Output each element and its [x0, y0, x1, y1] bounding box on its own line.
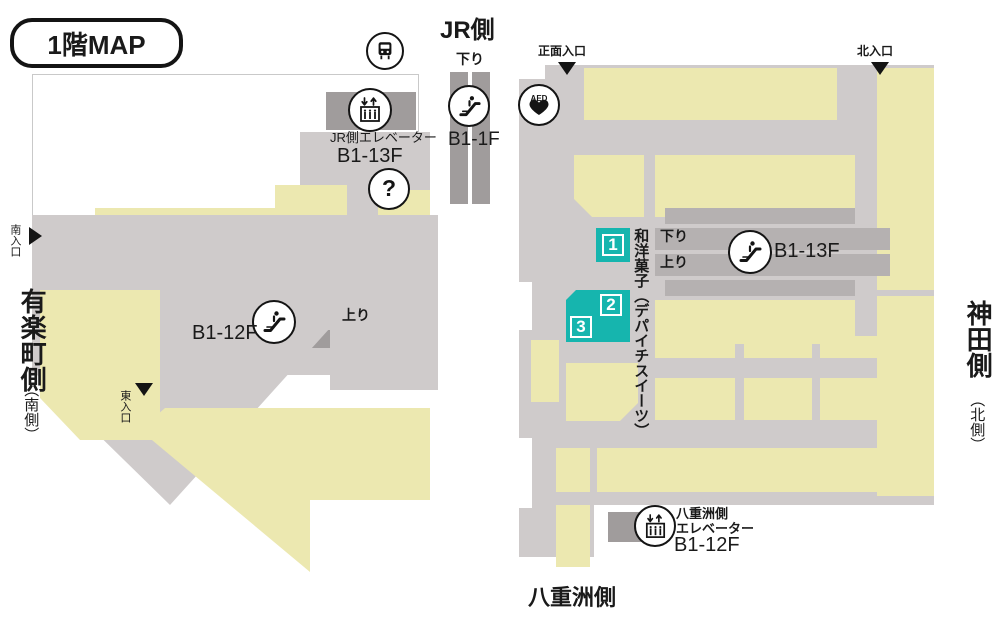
north-entrance-label: 北入口	[857, 44, 894, 58]
right-shop-corner-block	[566, 363, 638, 421]
right-escalator-up-label: 上り	[660, 254, 688, 270]
left-escalator-floors: B1-12F	[192, 322, 258, 344]
escalator-icon	[728, 230, 772, 274]
marker-shape-1[interactable]	[596, 228, 630, 262]
right-shop-block	[556, 505, 590, 567]
east-entrance-label: 東入口	[118, 390, 131, 423]
marker-number-3[interactable]: 3	[570, 316, 592, 338]
right-floor-notch	[519, 557, 934, 570]
right-escalator-band-down	[655, 228, 890, 250]
svg-text:?: ?	[382, 176, 396, 201]
jr-escalator-floors: B1-1F	[448, 129, 500, 150]
right-shop-block	[655, 378, 735, 420]
right-escalator-floors: B1-13F	[774, 240, 840, 262]
right-shop-block	[820, 336, 878, 358]
left-shop-wedge	[40, 290, 160, 440]
page-title: 1階MAP	[10, 18, 183, 68]
right-shop-block	[877, 68, 934, 290]
left-elevator-floors: B1-13F	[337, 145, 403, 167]
north-entrance-arrow-icon	[871, 62, 889, 75]
right-side-label: 神田側	[963, 300, 994, 378]
right-shop-block	[584, 68, 837, 120]
elevator-icon	[348, 88, 392, 132]
right-floor-notch	[519, 65, 545, 79]
category-label: 和洋菓子（デパイチスイーツ）	[632, 228, 650, 438]
right-shop-block	[531, 340, 559, 402]
right-shop-corner-block	[574, 155, 644, 217]
right-shop-block	[877, 296, 934, 496]
left-side-label: 有楽町側	[17, 288, 48, 392]
left-shop-diagonal	[140, 408, 430, 572]
front-entrance-arrow-icon	[558, 62, 576, 75]
elevator-icon	[634, 505, 676, 547]
train-icon	[366, 32, 404, 70]
right-escalator-band-bottom	[665, 280, 855, 296]
right-floor-notch	[519, 282, 532, 330]
front-entrance-label: 正面入口	[538, 44, 587, 58]
right-elevator-label-line2: エレベーター	[676, 521, 755, 536]
right-elevator-label-line1: 八重洲側	[676, 506, 729, 521]
left-elevator-label: JR側エレベーター	[330, 130, 437, 145]
svg-text:AED: AED	[531, 94, 548, 103]
left-side-sublabel: （南側）	[22, 382, 40, 442]
bottom-side-label: 八重洲側	[528, 585, 617, 610]
jr-heading: JR側	[440, 17, 495, 44]
left-escalator-direction: 上り	[342, 307, 370, 323]
right-side-sublabel: （北側）	[968, 392, 986, 452]
aed-heart-icon: AED	[518, 84, 560, 126]
right-elevator-floors: B1-12F	[674, 534, 740, 556]
right-shop-block	[597, 448, 878, 492]
south-entrance-label: 南入口	[8, 224, 21, 257]
marker-shape-2-3[interactable]	[566, 290, 630, 342]
right-escalator-down-label: 下り	[660, 228, 688, 244]
right-shop-block	[655, 336, 735, 358]
right-floor-notch	[519, 438, 532, 508]
escalator-icon	[252, 300, 296, 344]
south-entrance-arrow-icon	[29, 227, 42, 245]
right-shop-block	[820, 378, 878, 420]
right-escalator-band-up	[655, 254, 890, 276]
escalator-icon	[448, 85, 490, 127]
jr-direction-label: 下り	[456, 51, 484, 67]
right-shop-block	[556, 448, 590, 492]
marker-number-1[interactable]: 1	[602, 234, 624, 256]
east-entrance-arrow-icon	[135, 383, 153, 396]
right-shop-block	[655, 155, 855, 217]
right-escalator-band-top	[665, 208, 855, 224]
marker-number-2[interactable]: 2	[600, 294, 622, 316]
right-shop-block	[744, 378, 812, 420]
question-mark-icon[interactable]: ?	[368, 168, 410, 210]
right-shop-block	[744, 336, 812, 358]
